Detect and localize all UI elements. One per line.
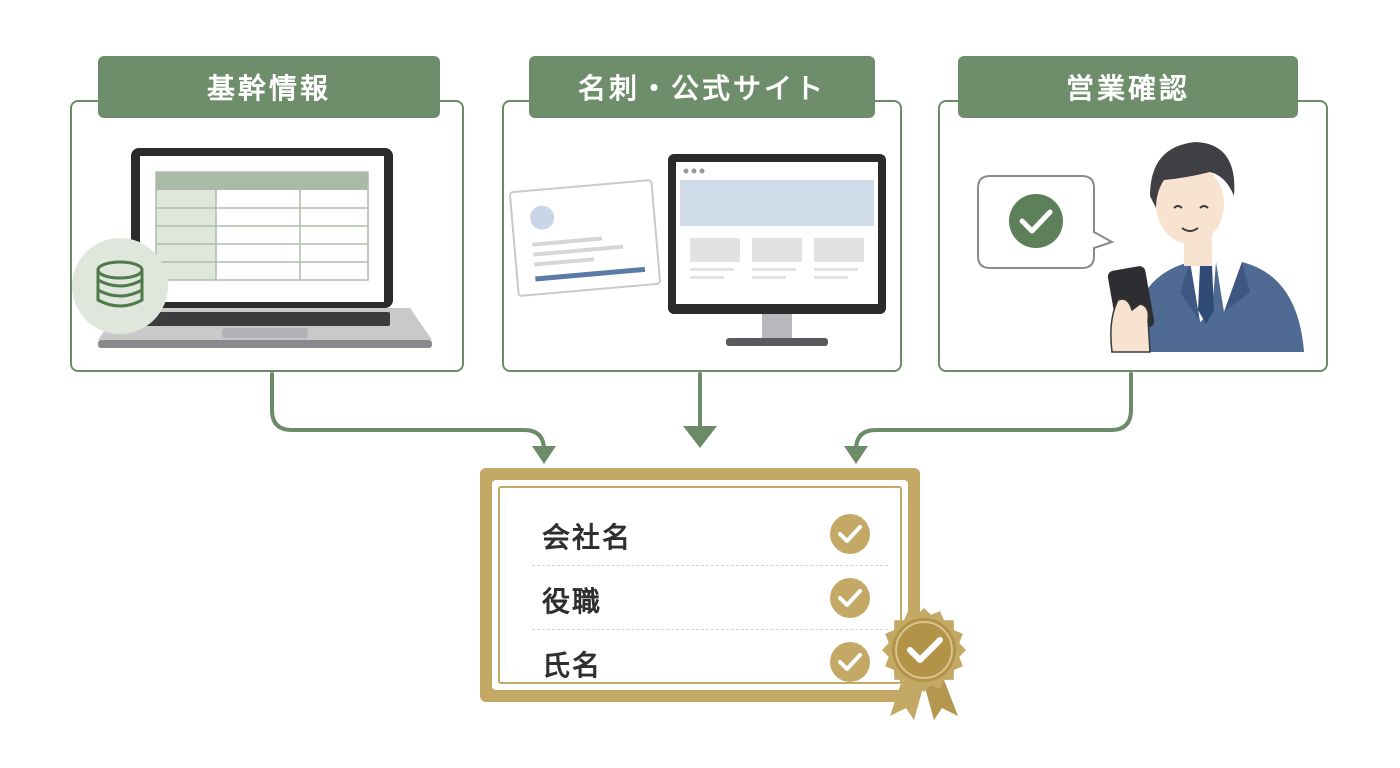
field-row-name: 氏名 xyxy=(532,630,888,694)
field-label-company: 会社名 xyxy=(542,521,633,554)
source-panel-core xyxy=(70,100,464,372)
field-label-title: 役職 xyxy=(542,585,603,618)
verified-result-certificate: 会社名 役職 氏名 xyxy=(480,468,920,702)
source-panel-sales xyxy=(938,100,1328,372)
source-title-core: 基幹情報 xyxy=(98,56,440,118)
check-icon xyxy=(830,578,870,618)
check-icon xyxy=(830,642,870,682)
arrow-right xyxy=(854,372,1133,452)
source-title-card-site: 名刺・公式サイト xyxy=(529,56,875,118)
field-row-title: 役職 xyxy=(532,566,888,630)
check-icon xyxy=(830,514,870,554)
field-label-name: 氏名 xyxy=(542,649,603,682)
source-title-sales: 営業確認 xyxy=(958,56,1298,118)
source-panel-card-site xyxy=(502,100,902,372)
arrow-left xyxy=(270,372,546,452)
field-row-company: 会社名 xyxy=(532,502,888,566)
